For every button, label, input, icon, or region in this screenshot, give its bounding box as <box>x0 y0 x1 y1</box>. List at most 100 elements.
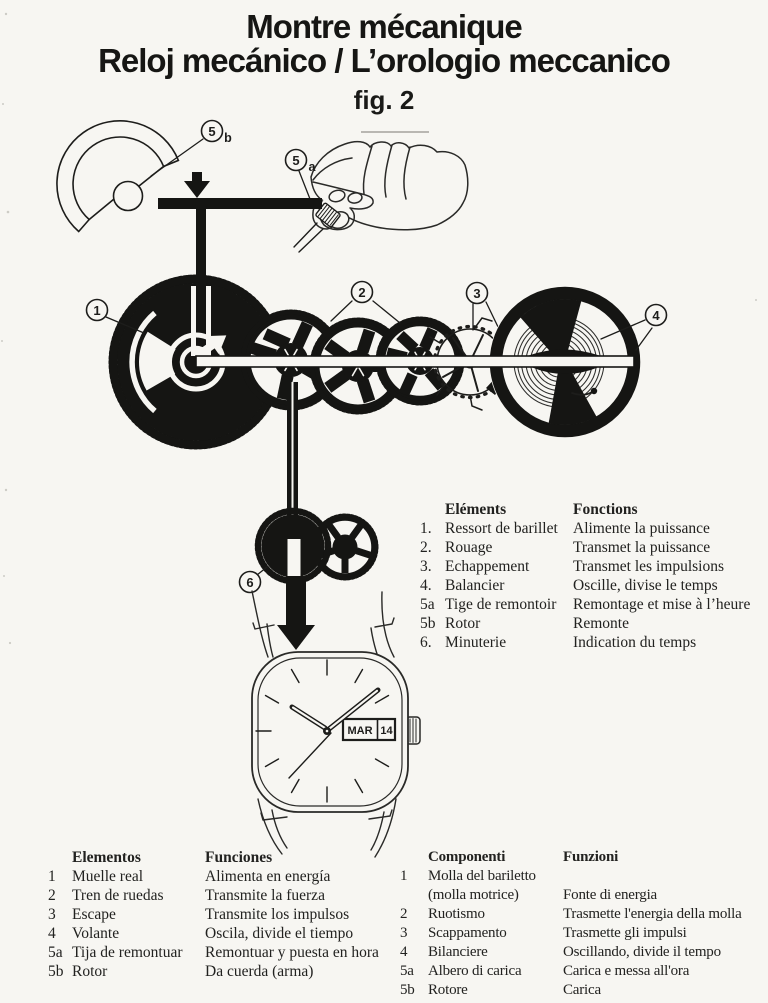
crown-and-stem-drawing <box>293 202 341 253</box>
row-element: Muelle real <box>72 868 144 885</box>
label-2-number: 2 <box>358 285 365 300</box>
row-element: Tige de remontoir <box>445 596 557 613</box>
french-header-spacer <box>420 500 445 519</box>
label-balance-4: 4 <box>600 303 668 351</box>
row-element: Bilanciere <box>428 944 488 960</box>
spanish-elements-header: Elementos <box>72 849 141 866</box>
french-elements-header: Eléments <box>445 501 507 518</box>
motion-wheel-black <box>254 507 332 585</box>
label-5b-suffix: b <box>224 131 232 145</box>
row-num: 1 <box>48 868 56 885</box>
row-function: Indication du temps <box>573 634 697 651</box>
date-number: 14 <box>380 725 393 737</box>
row-function: Oscila, divide el tiempo <box>205 925 354 942</box>
row-num: 1. <box>420 520 432 537</box>
row-element: Rotor <box>72 963 108 980</box>
row-element: Tija de remontuar <box>72 944 183 961</box>
label-5b-number: 5 <box>208 124 215 139</box>
figure-label: fig. 2 <box>353 85 415 115</box>
table-spanish: Elementos Funciones 1 Muelle real Alimen… <box>48 848 400 981</box>
french-functions-header: Fonctions <box>573 501 638 518</box>
row-element: Albero di carica <box>428 963 522 979</box>
row-function: Alimente la puissance <box>573 520 710 537</box>
row-function: Oscille, divise le temps <box>573 577 718 594</box>
row-function: Remontuar y puesta en hora <box>205 944 379 961</box>
row-element: Tren de ruedas <box>72 887 164 904</box>
row-element: Balancier <box>445 577 505 594</box>
label-barrel-1: 1 <box>85 298 145 334</box>
row-element: Rotore <box>428 982 468 998</box>
row-function <box>563 867 768 886</box>
table-italian: Componenti Funzioni 1 Molla del barilett… <box>400 848 768 1000</box>
dial-hour-ticks <box>255 659 390 803</box>
row-num: 3. <box>420 558 432 575</box>
wristwatch-drawing: MAR 14 <box>251 590 421 858</box>
label-train-2: 2 <box>330 280 401 324</box>
motion-work-link-bar <box>287 382 298 546</box>
axle-bar <box>195 355 635 368</box>
label-3-number: 3 <box>473 286 480 301</box>
row-element: Minuterie <box>445 634 507 651</box>
row-num: 3 <box>48 906 56 923</box>
row-function: Transmet les impulsions <box>573 558 724 575</box>
date-window: MAR 14 <box>341 717 397 742</box>
row-num: 5b <box>400 982 415 998</box>
row-num: 4 <box>48 925 56 942</box>
italian-header-spacer <box>400 848 428 867</box>
row-num <box>400 886 428 905</box>
row-function: Da cuerda (arma) <box>205 963 314 980</box>
row-num: 4 <box>400 944 408 960</box>
watch-strap-top <box>251 590 395 658</box>
label-6-number: 6 <box>246 575 253 590</box>
row-num: 5a <box>48 944 63 961</box>
row-element: Escape <box>72 906 116 923</box>
row-function: Transmite la fuerza <box>205 887 325 904</box>
scan-speckles <box>1 12 757 645</box>
watch-bezel <box>257 657 403 807</box>
row-element: Scappamento <box>428 925 507 941</box>
italian-components-header: Componenti <box>428 849 506 865</box>
table-french: Eléments Fonctions 1. Ressort de barille… <box>420 500 768 652</box>
down-arrow-icon <box>184 172 210 198</box>
watch-strap-bottom <box>257 798 397 858</box>
row-element: Ressort de barillet <box>445 520 558 537</box>
row-function: Oscillando, divide il tempo <box>563 944 721 960</box>
row-element: Rotor <box>445 615 481 632</box>
rotor-drawing <box>56 120 180 233</box>
row-function: Transmet la puissance <box>573 539 711 556</box>
page-title-spanish-italian: Reloj mecánico / L’orologio meccanico <box>98 42 671 79</box>
row-num: 2 <box>48 887 56 904</box>
label-motion-work-6: 6 <box>238 566 268 594</box>
row-function: Carica e messa all'ora <box>563 963 690 979</box>
page-title-french: Montre mécanique <box>246 8 523 45</box>
spanish-functions-header: Funciones <box>205 849 273 866</box>
label-rotor-5b: 5 b <box>150 119 232 177</box>
label-stem-5a: 5 a <box>284 148 317 200</box>
row-num: 5a <box>420 596 435 613</box>
row-num: 2 <box>400 906 408 922</box>
row-function: Alimenta en energía <box>205 868 331 885</box>
label-escapement-3: 3 <box>465 281 501 332</box>
row-function: Trasmette gli impulsi <box>563 925 687 941</box>
row-num: 1 <box>400 868 408 884</box>
balance-centre-wedges <box>527 349 601 374</box>
hand-drawing <box>310 140 469 231</box>
row-element: Volante <box>72 925 120 942</box>
winding-stem-bar <box>158 172 322 209</box>
row-num: 3 <box>400 925 408 941</box>
row-function: Carica <box>563 982 601 998</box>
row-element: Molla del bariletto <box>428 868 536 884</box>
spanish-header-spacer <box>48 848 72 867</box>
label-5a-suffix: a <box>309 160 317 174</box>
date-day: MAR <box>347 725 372 737</box>
row-num: 5b <box>420 615 436 632</box>
row-function: Trasmette l'energia della molla <box>563 906 742 922</box>
label-5a-number: 5 <box>292 153 299 168</box>
row-num: 2. <box>420 539 432 556</box>
figure-underline <box>361 131 429 133</box>
italian-functions-header: Funzioni <box>563 849 619 865</box>
row-num: 5b <box>48 963 64 980</box>
label-4-number: 4 <box>652 308 660 323</box>
